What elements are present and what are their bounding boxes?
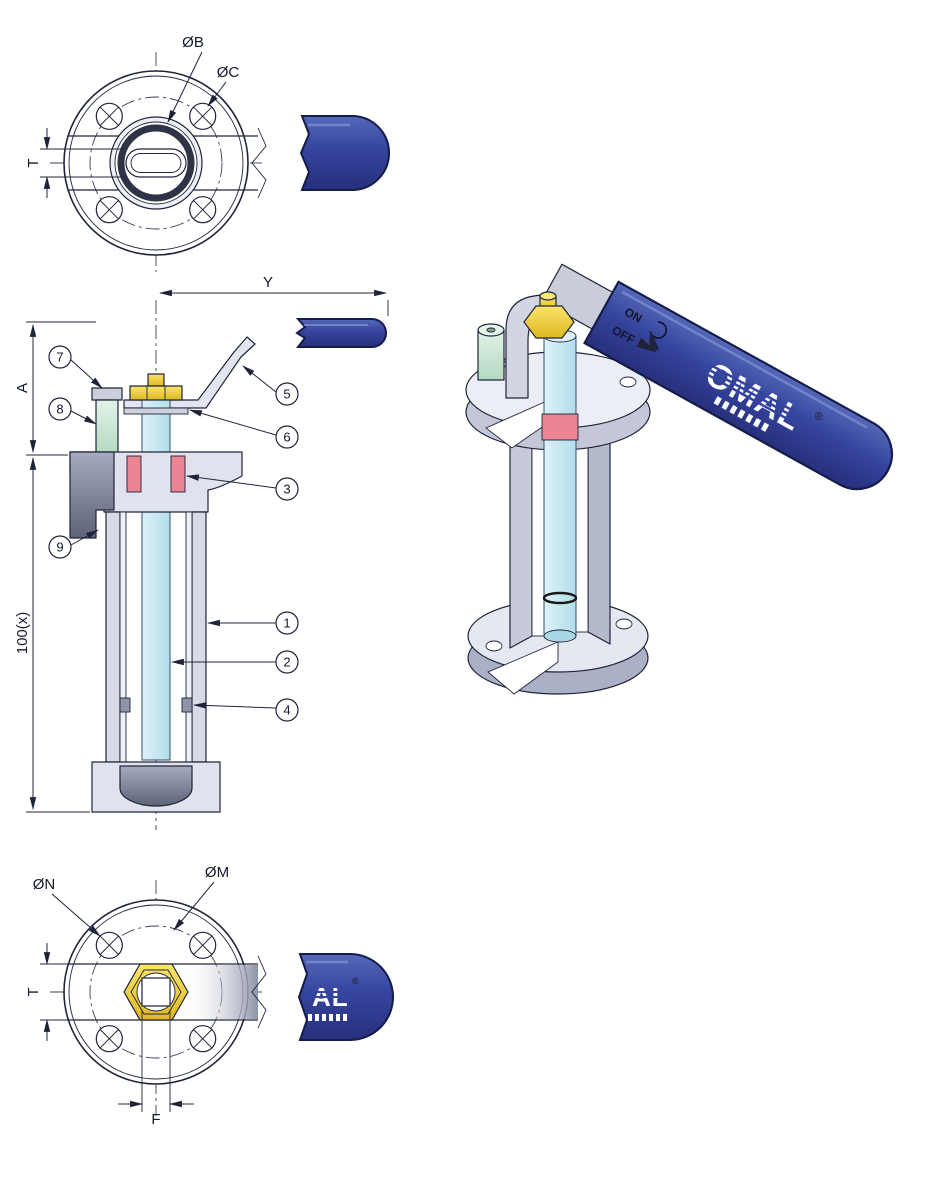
svg-text:5: 5 <box>283 387 290 402</box>
callout-3: 3 <box>185 474 299 501</box>
stem-nut <box>129 385 183 401</box>
stop-bushing <box>95 399 119 455</box>
handle-top-view <box>299 115 390 191</box>
break-line <box>251 127 267 199</box>
view-top-flange: ØB ØC T <box>25 34 390 272</box>
callout-4: 4 <box>192 698 299 722</box>
dim-y: Y <box>158 274 389 316</box>
stem-square-drive <box>141 977 171 1007</box>
svg-text:1: 1 <box>283 616 290 631</box>
callout-1: 1 <box>206 611 299 635</box>
seal-ring <box>117 124 195 202</box>
callout-5: 5 <box>242 365 299 406</box>
dim-a: A <box>14 321 96 456</box>
dim-f: F <box>118 1010 194 1128</box>
mount-block <box>69 451 115 539</box>
stop-cap <box>91 387 123 401</box>
body-wall-left-iso <box>509 413 533 649</box>
bolt-holes <box>95 102 217 224</box>
body-wall-left <box>105 511 121 763</box>
view-isometric: ON OFF OMAL ® <box>465 263 894 695</box>
callout-8: 8 <box>48 397 97 425</box>
seal-right <box>170 455 186 493</box>
callout-9: 9 <box>48 529 99 559</box>
o-ring-iso <box>542 591 578 605</box>
seat-left <box>119 697 131 713</box>
brand-barcode <box>713 396 770 432</box>
svg-text:7: 7 <box>56 350 63 365</box>
dim-label-b: ØB <box>182 34 204 51</box>
seat-right <box>181 697 193 713</box>
stem-nut-iso <box>523 305 575 339</box>
svg-text:6: 6 <box>283 430 290 445</box>
seal-iso <box>541 413 579 441</box>
brand-logo-partial: AL ® <box>308 976 359 1021</box>
svg-text:8: 8 <box>56 402 63 417</box>
dim-label-t-top: T <box>25 158 42 167</box>
handle-section-view <box>295 318 387 348</box>
view-section: Y A 100(x) <box>14 274 389 830</box>
stem-iso <box>543 335 577 637</box>
dim-b: ØB <box>167 34 204 123</box>
dim-t-bottom: T <box>25 943 68 1041</box>
dim-c: ØC <box>207 64 240 107</box>
bolt-holes-bottom <box>95 931 217 1053</box>
dim-label-f: F <box>151 1111 160 1128</box>
dim-label-a: A <box>14 383 31 393</box>
brand-reg-bottom: ® <box>352 976 359 986</box>
svg-text:9: 9 <box>56 540 63 555</box>
svg-text:2: 2 <box>283 655 290 670</box>
svg-text:4: 4 <box>283 703 290 718</box>
callout-7: 7 <box>48 345 103 389</box>
stem-washer <box>123 407 189 415</box>
brand-barcode-bottom <box>308 1014 347 1021</box>
dim-label-y: Y <box>263 274 273 291</box>
view-bottom-flange: AL ® ØN ØM T <box>25 864 394 1128</box>
ball <box>119 765 193 807</box>
bolt-circle <box>89 96 223 230</box>
dim-label-c: ØC <box>217 64 240 81</box>
stem-slot <box>125 148 187 178</box>
seal-left <box>126 455 142 493</box>
callout-2: 2 <box>170 650 299 674</box>
body-wall-right <box>191 511 207 763</box>
handle-iso: ON OFF OMAL ® <box>541 263 894 491</box>
dim-t-top: T <box>25 128 124 198</box>
dim-label-100x: 100(x) <box>14 612 31 655</box>
dim-m: ØM <box>173 864 229 931</box>
dim-100x: 100(x) <box>14 456 90 813</box>
dim-label-t-bottom: T <box>25 987 42 996</box>
break-line-bottom <box>251 955 267 1029</box>
callout-6: 6 <box>188 409 299 449</box>
stop-bushing-iso <box>477 329 505 381</box>
svg-text:3: 3 <box>283 482 290 497</box>
dim-label-m: ØM <box>205 864 229 881</box>
dim-label-n: ØN <box>33 876 56 893</box>
dim-n: ØN <box>33 876 101 937</box>
